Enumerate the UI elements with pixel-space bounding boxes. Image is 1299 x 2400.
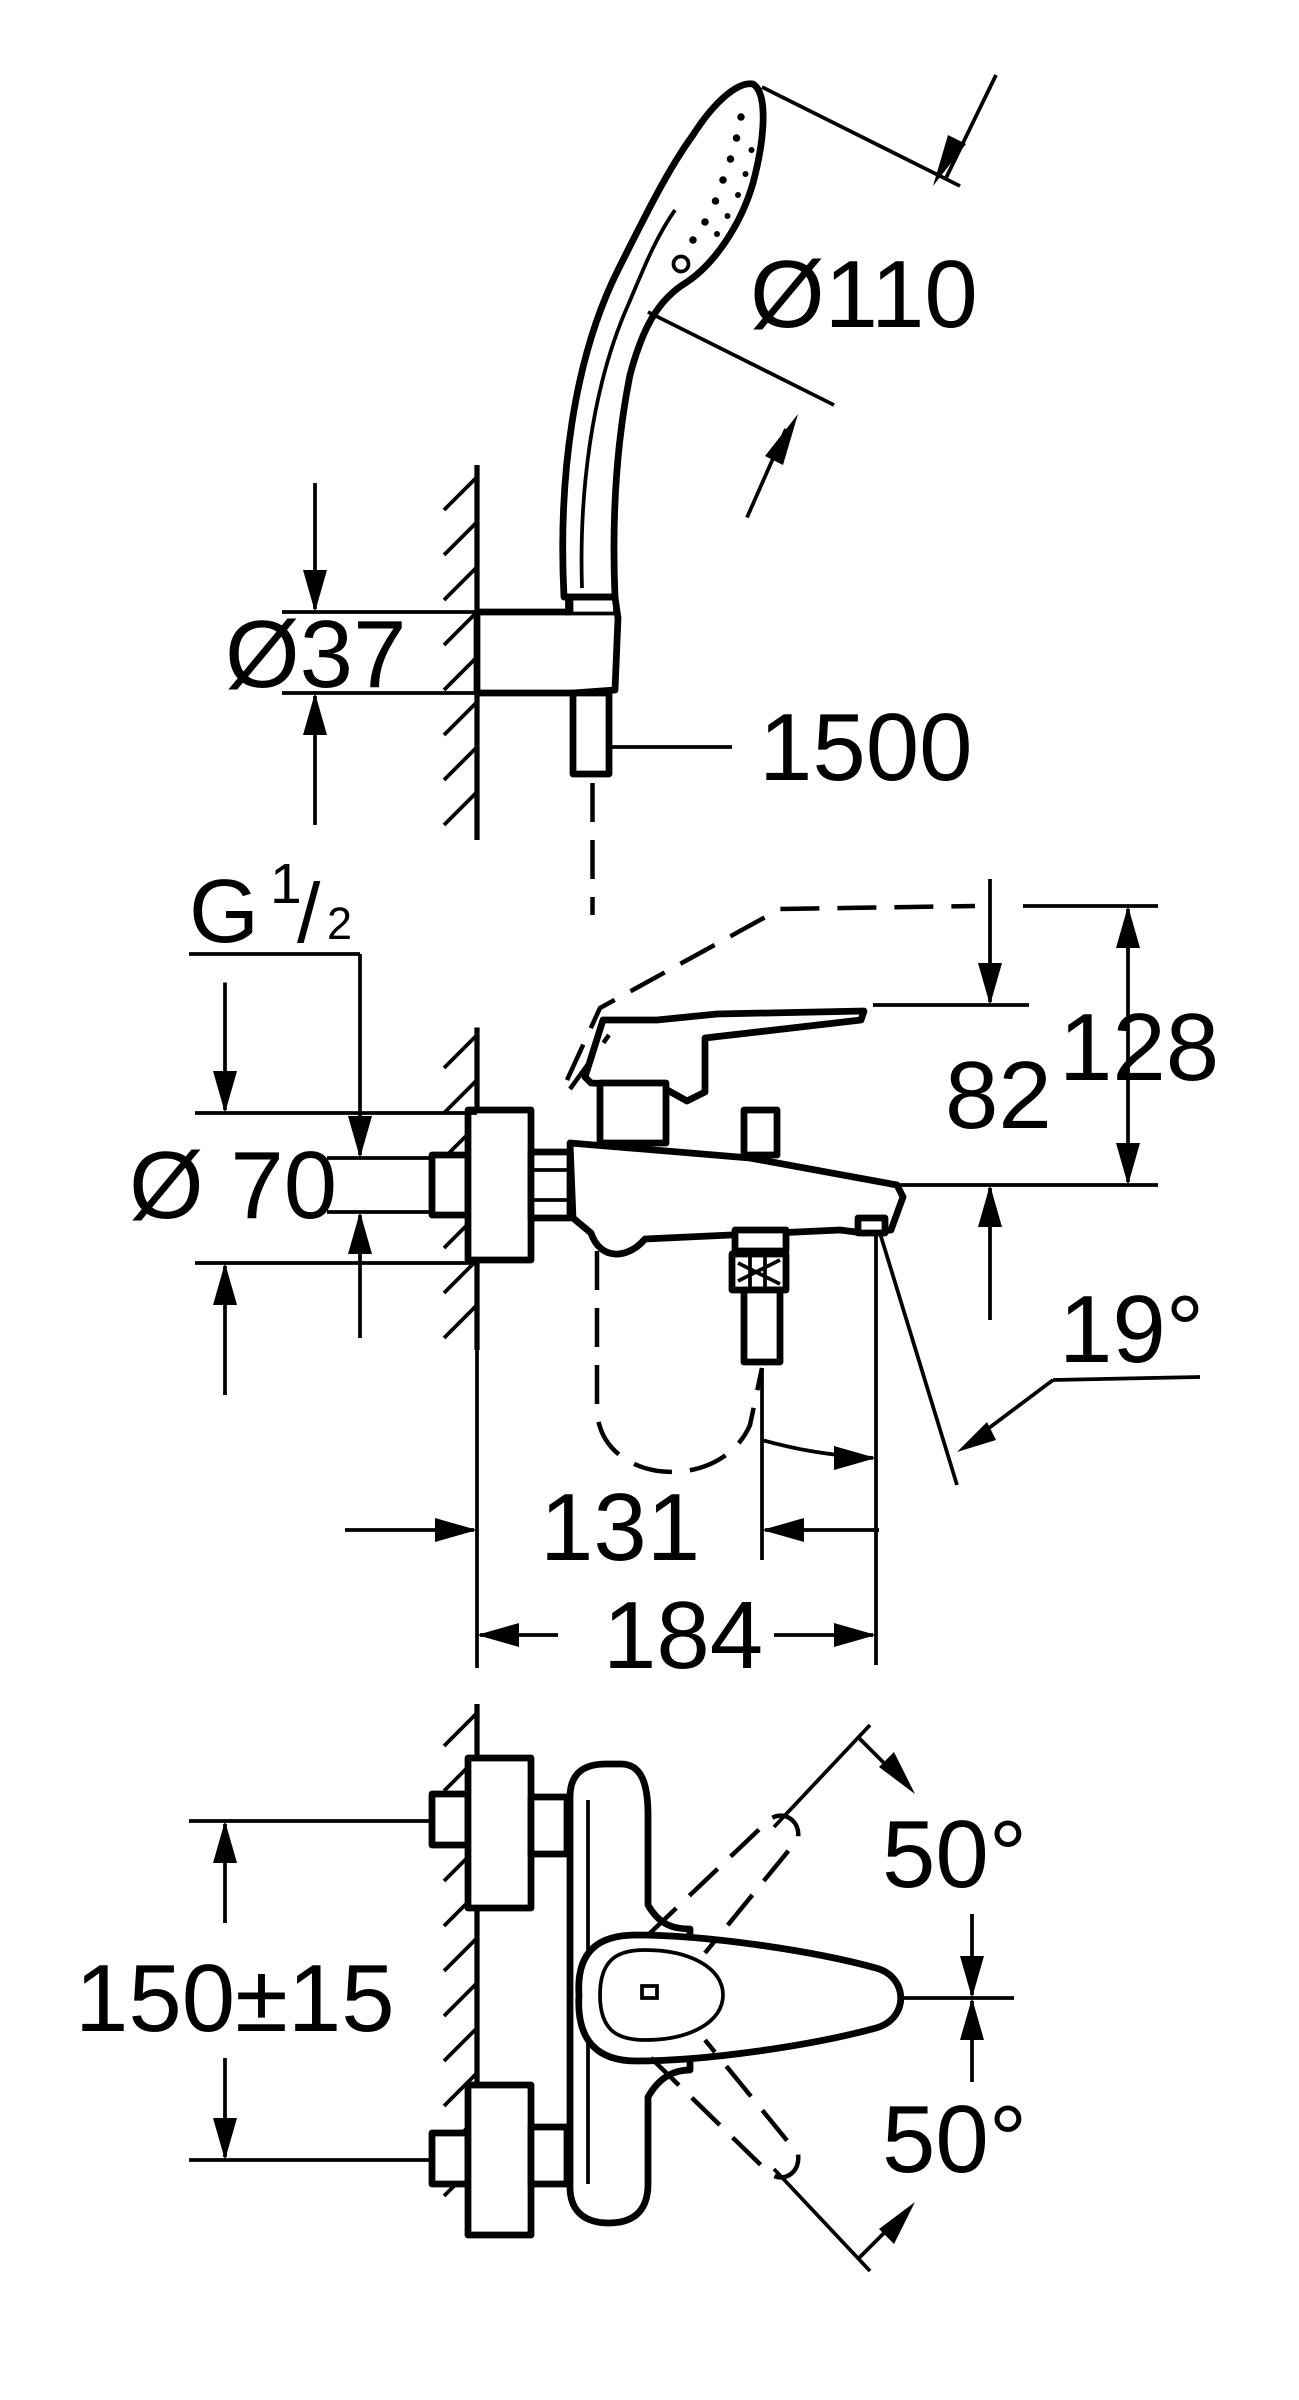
spray-nozzles xyxy=(671,113,755,274)
total-depth-label: 184 xyxy=(603,1582,763,1689)
diverter-knob xyxy=(740,1106,781,1159)
hand-shower-view: Ø110 Ø37 1500 xyxy=(225,74,998,915)
hose-stub xyxy=(740,1286,784,1366)
thread-numerator: 1 xyxy=(270,852,302,916)
wall-connection xyxy=(428,1151,472,1219)
outlet-top xyxy=(731,1226,790,1255)
wall-holder xyxy=(473,593,622,697)
thread-denominator: 2 xyxy=(327,898,352,949)
mixer-side-view: 82 128 Ø 70 G 1 / 2 19° xyxy=(129,852,1219,1689)
wall-rose xyxy=(464,1106,535,1264)
flange-diameter-label: Ø 70 xyxy=(129,1132,337,1239)
outlet-knurl xyxy=(737,1257,781,1287)
lever-angle-up-label: 50° xyxy=(882,1801,1027,1908)
nut xyxy=(527,1148,574,1222)
lower-connection xyxy=(428,2129,472,2188)
lower-rose xyxy=(464,2081,535,2239)
thread-label: G xyxy=(189,862,259,962)
holder-diameter-label: Ø37 xyxy=(225,601,406,708)
thread-slash: / xyxy=(297,866,321,960)
lever-handle-front xyxy=(575,1931,904,2065)
lever-angle-down-label: 50° xyxy=(882,2086,1027,2193)
shower-handle xyxy=(559,80,767,601)
lower-nut xyxy=(527,2123,571,2188)
upper-nut xyxy=(527,1793,571,1858)
mixer-front-view: 50° 50° 150±15 xyxy=(75,1704,1027,2273)
spout-angle-label: 19° xyxy=(1059,1276,1204,1383)
hose-length-label: 1500 xyxy=(759,694,973,801)
hose xyxy=(569,689,613,778)
center-distance-label: 150±15 xyxy=(75,1945,395,2052)
head-diameter-label: Ø110 xyxy=(750,241,978,348)
aerator xyxy=(854,1214,889,1237)
wall-hatch-top xyxy=(442,475,479,827)
lever-height-label: 82 xyxy=(945,1042,1052,1149)
hose-nut xyxy=(565,593,617,616)
upper-connection xyxy=(428,1790,472,1849)
total-height-label: 128 xyxy=(1059,994,1219,1101)
lever-base xyxy=(596,1079,670,1147)
mixer-body xyxy=(566,1139,907,1258)
spout-projection-label: 131 xyxy=(540,1474,700,1581)
upper-rose xyxy=(464,1754,535,1912)
